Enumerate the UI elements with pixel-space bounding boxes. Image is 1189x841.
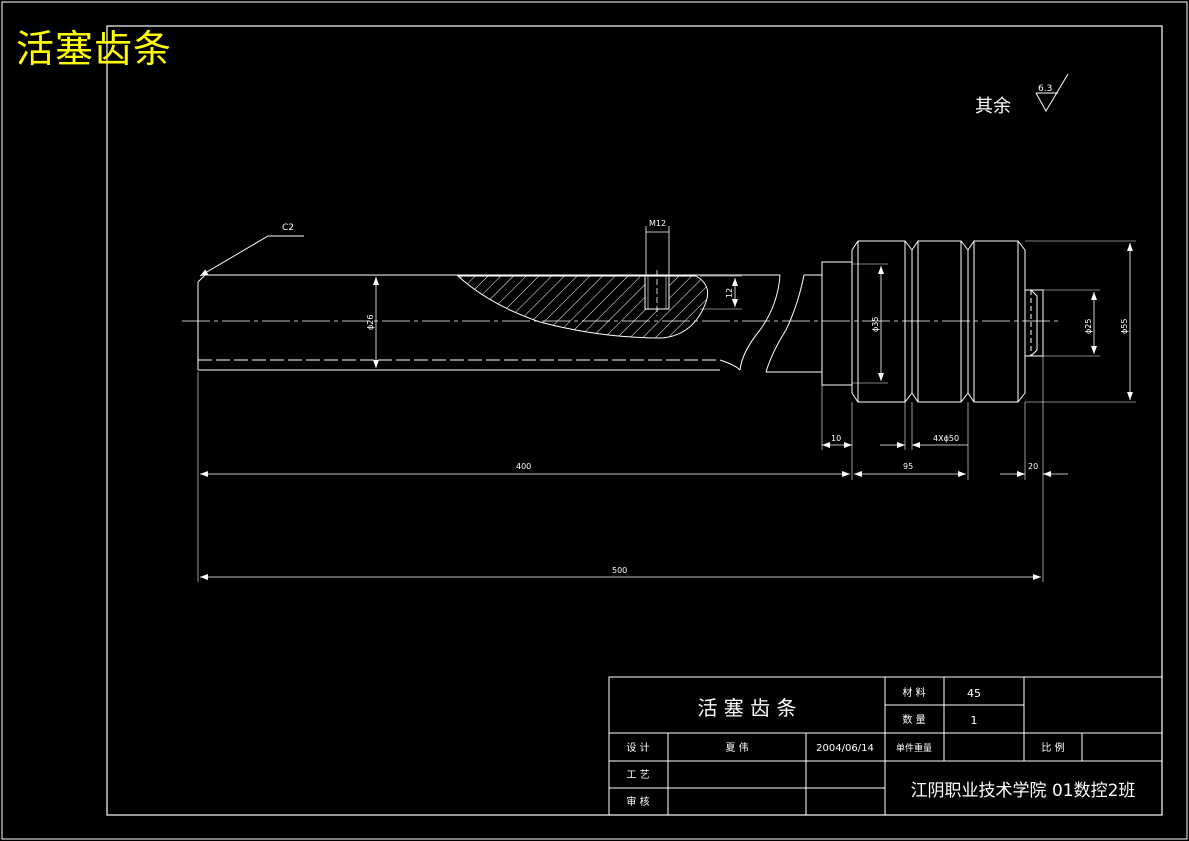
chamfer-leader: C2 xyxy=(199,223,304,277)
title-block xyxy=(608,676,1163,816)
d35-label: ϕ35 xyxy=(871,317,880,332)
extension-lines xyxy=(197,356,1044,582)
d55-label: ϕ55 xyxy=(1120,319,1129,334)
len10-label: 10 xyxy=(831,434,841,443)
review-label: 审 核 xyxy=(626,795,649,808)
dim-20: 20 xyxy=(1000,462,1068,477)
quantity-value: 1 xyxy=(971,714,978,727)
dim-d35: ϕ35 xyxy=(852,263,888,384)
len20-label: 20 xyxy=(1028,462,1038,471)
d26-label: ϕ26 xyxy=(366,315,375,330)
depth-label: 12 xyxy=(725,288,734,298)
material-value: 45 xyxy=(967,687,981,700)
dim-95: 95 xyxy=(854,462,966,477)
dim-500: 500 xyxy=(200,566,1041,580)
roughness-symbol: 其余 6.3 xyxy=(975,73,1069,117)
len400-label: 400 xyxy=(516,462,531,471)
piston-head xyxy=(821,240,1044,403)
roughness-prefix: 其余 xyxy=(975,96,1011,117)
dim-d26: ϕ26 xyxy=(366,277,379,368)
drawing-title: 活塞齿条 xyxy=(16,27,173,71)
section-hatch xyxy=(456,275,709,339)
process-label: 工 艺 xyxy=(626,769,649,781)
quantity-label: 数 量 xyxy=(902,713,925,726)
len95-label: 95 xyxy=(903,462,913,471)
dim-400: 400 xyxy=(200,462,850,477)
chamfer-label: C2 xyxy=(282,223,294,233)
dim-d25: ϕ25 xyxy=(1043,289,1100,357)
weight-label: 单件重量 xyxy=(896,742,932,754)
rack-body xyxy=(197,274,822,373)
design-label: 设 计 xyxy=(626,741,649,754)
dim-grooves: 4Xϕ50 xyxy=(880,402,968,450)
part-name: 活 塞 齿 条 xyxy=(697,696,796,720)
grooves-label: 4Xϕ50 xyxy=(933,434,959,443)
school-name: 江阴职业技术学院 01数控2班 xyxy=(911,781,1136,801)
dim-10: 10 xyxy=(822,434,852,448)
d25-label: ϕ25 xyxy=(1084,319,1093,334)
designer-name: 夏 伟 xyxy=(725,741,748,754)
roughness-value: 6.3 xyxy=(1038,84,1052,94)
depth-dim: 12 xyxy=(700,275,742,310)
thread-label: M12 xyxy=(649,219,666,228)
scale-label: 比 例 xyxy=(1041,741,1064,754)
design-date: 2004/06/14 xyxy=(816,743,874,754)
len500-label: 500 xyxy=(612,566,627,575)
inner-frame xyxy=(106,25,1163,816)
thread-dim: M12 xyxy=(645,219,670,276)
material-label: 材 料 xyxy=(902,686,925,699)
dim-d55: ϕ55 xyxy=(1025,240,1136,403)
